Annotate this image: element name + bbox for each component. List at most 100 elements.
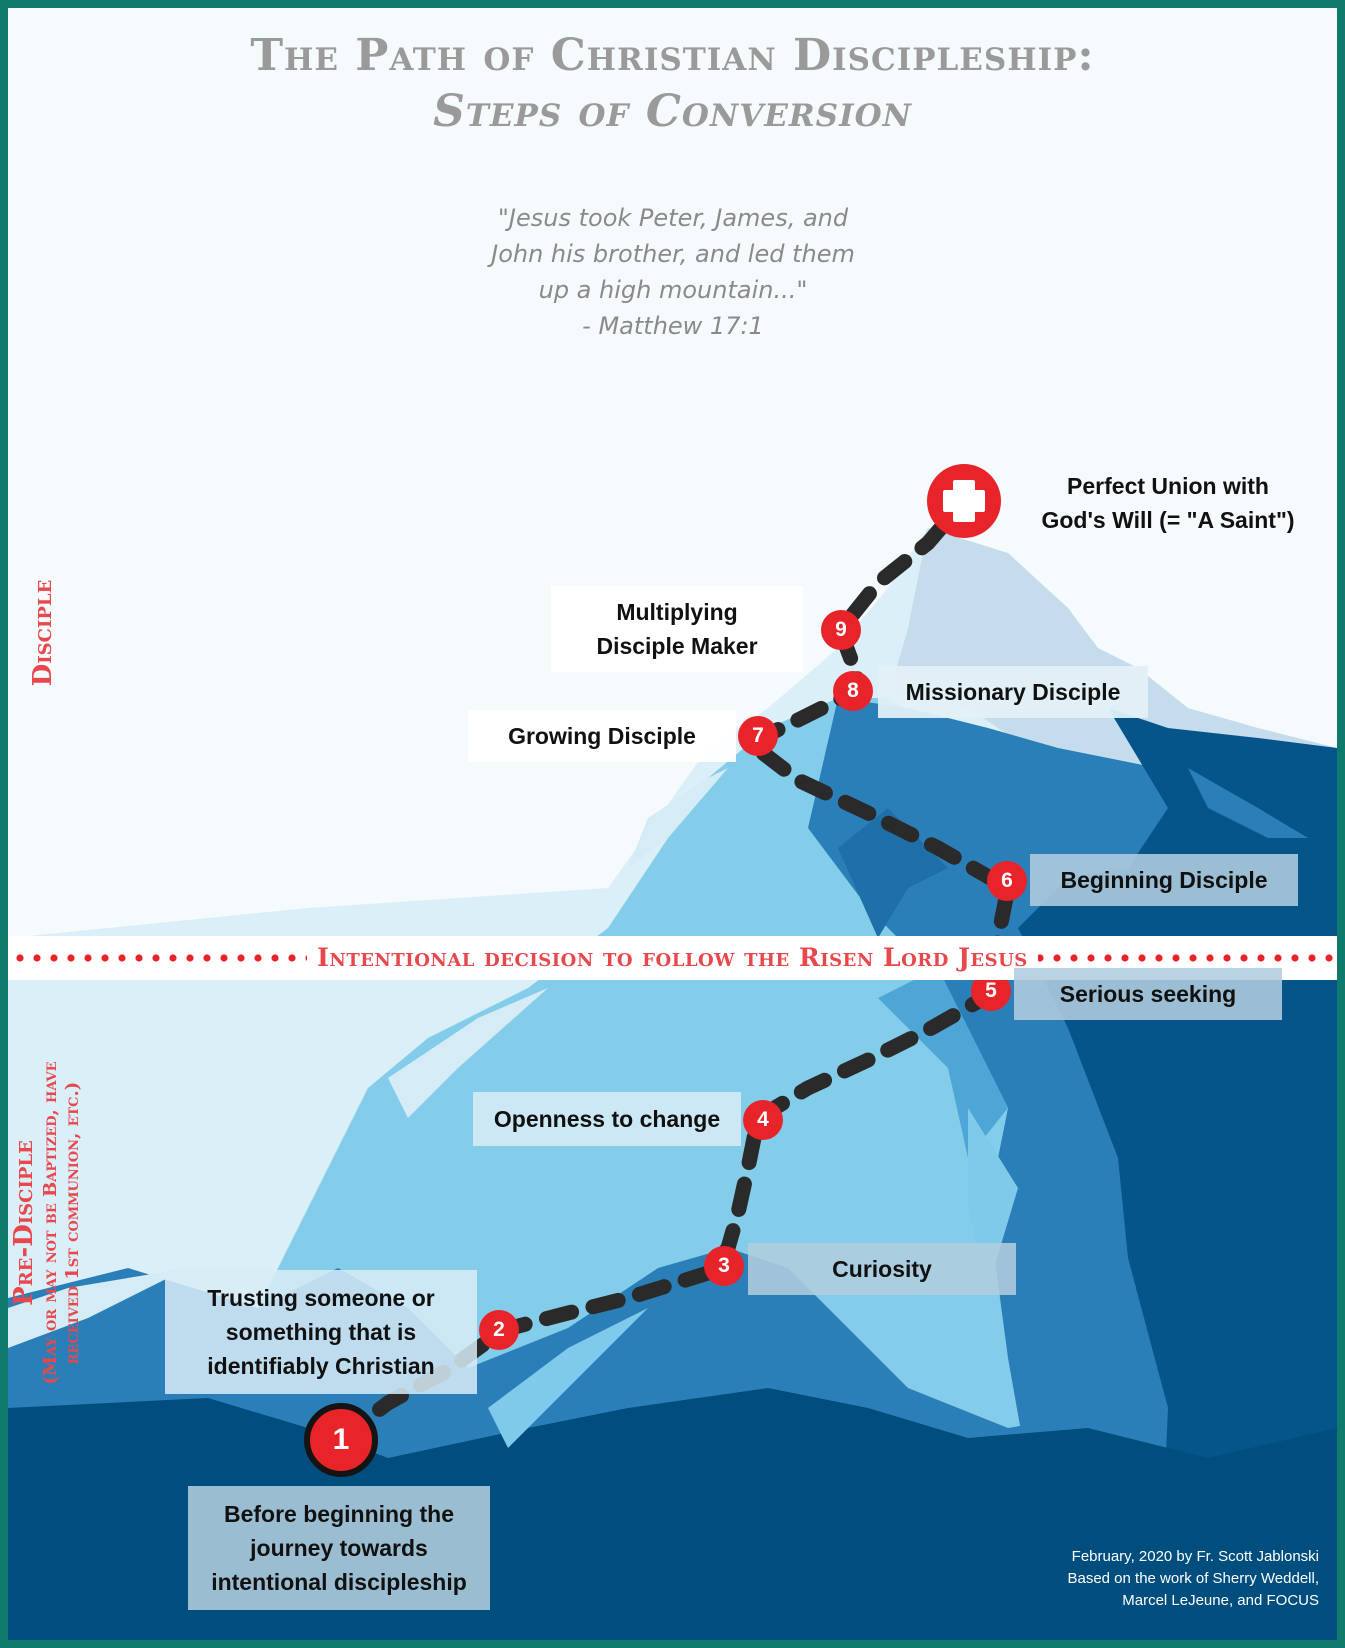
step-number-8: 8: [847, 679, 859, 702]
decision-dot: [203, 954, 211, 962]
decision-dot: [1104, 954, 1112, 962]
decision-dot: [1325, 954, 1333, 962]
cross-icon: [943, 480, 985, 522]
step-label-5: Serious seeking: [1014, 968, 1282, 1020]
step-label-8: Missionary Disciple: [878, 666, 1148, 718]
scripture-quote: "Jesus took Peter, James, and John his b…: [448, 200, 898, 344]
decision-dot: [1053, 954, 1061, 962]
step-number-6: 6: [1001, 869, 1013, 892]
credit-line: Marcel LeJeune, and FOCUS: [1122, 1592, 1319, 1609]
summit-label-line: God's Will (= "A Saint"): [1041, 507, 1295, 533]
step-label-3: Curiosity: [748, 1243, 1016, 1295]
step-number-9: 9: [835, 618, 847, 641]
decision-dot: [118, 954, 126, 962]
decision-dot: [16, 954, 24, 962]
decision-dot: [135, 954, 143, 962]
decision-dot: [271, 954, 279, 962]
step-number-4: 4: [757, 1108, 769, 1131]
step-number-2: 2: [493, 1318, 505, 1341]
decision-dot: [33, 954, 41, 962]
decision-dot: [1172, 954, 1180, 962]
decision-dot: [1189, 954, 1197, 962]
decision-dot: [1036, 954, 1044, 962]
section-label-pre-disciple: Pre-Disciple (May or may not be Baptized…: [8, 1003, 108, 1443]
decision-dot: [1257, 954, 1265, 962]
ridge-highlight-2: [388, 988, 548, 1118]
step-marker-8[interactable]: [833, 671, 873, 711]
step-label-4: Openness to change: [473, 1092, 741, 1146]
pre-disciple-note-2: received 1st communion, etc.): [62, 1081, 83, 1365]
decision-dot: [1223, 954, 1231, 962]
pre-disciple-title: Pre-Disciple: [9, 1140, 39, 1306]
ridge-highlight-6: [1188, 768, 1308, 838]
decision-dot: [1291, 954, 1299, 962]
ridge-highlight-7: [488, 1308, 648, 1448]
step-label-7: Growing Disciple: [468, 710, 736, 762]
decision-dot: [1274, 954, 1282, 962]
decision-dot: [1240, 954, 1248, 962]
quote-line: John his brother, and led them: [491, 240, 855, 268]
step-marker-6[interactable]: [987, 861, 1027, 901]
summit-label: Perfect Union with God's Will (= "A Sain…: [1018, 468, 1318, 538]
credit-line: February, 2020 by Fr. Scott Jablonski: [1071, 1548, 1319, 1565]
step-marker-2[interactable]: [479, 1310, 519, 1350]
step-marker-1[interactable]: [304, 1403, 378, 1477]
step-label-line: identifiably Christian: [207, 1353, 435, 1379]
decision-dot: [186, 954, 194, 962]
step-marker-4[interactable]: [743, 1100, 783, 1140]
decision-banner-text: Intentional decision to follow the Risen…: [8, 938, 1337, 978]
decision-dot: [1121, 954, 1129, 962]
ridge-highlight-1: [628, 768, 728, 868]
step-label-line: Before beginning the: [224, 1501, 454, 1527]
decision-dot: [84, 954, 92, 962]
step-marker-5[interactable]: [971, 971, 1011, 1011]
step-marker-3[interactable]: [704, 1246, 744, 1286]
decision-dot: [1087, 954, 1095, 962]
step-label-line: Multiplying: [616, 599, 738, 625]
step-number-3: 3: [718, 1254, 730, 1277]
quote-line: up a high mountain...": [538, 276, 808, 304]
ridge-highlight-3: [838, 808, 948, 938]
pre-disciple-note-1: (May or may not be Baptized, have: [40, 1061, 61, 1385]
step-marker-9[interactable]: [821, 610, 861, 650]
decision-dot: [169, 954, 177, 962]
step-label-6: Beginning Disciple: [1030, 854, 1298, 906]
ridge-highlight-4: [878, 968, 1008, 1158]
decision-dot: [237, 954, 245, 962]
summit-label-line: Perfect Union with: [1067, 473, 1269, 499]
step-label-line: something that is: [225, 1319, 417, 1345]
ridge-highlight-8: [8, 1268, 188, 1348]
credit-block: February, 2020 by Fr. Scott Jablonski Ba…: [1067, 1546, 1319, 1612]
decision-dot: [220, 954, 228, 962]
step-marker-7[interactable]: [738, 716, 778, 756]
decision-dot: [67, 954, 75, 962]
quote-line: "Jesus took Peter, James, and: [497, 204, 849, 232]
credit-line: Based on the work of Sherry Weddell,: [1067, 1570, 1319, 1587]
summit-badge[interactable]: [927, 464, 1001, 538]
decision-dot: [152, 954, 160, 962]
step-label-1: Before beginning the journey towards int…: [188, 1486, 490, 1610]
page-title-line-1: The Path of Christian Discipleship:: [250, 30, 1095, 81]
decision-dot: [1138, 954, 1146, 962]
step-number-7: 7: [752, 724, 764, 747]
step-label-line: Disciple Maker: [596, 633, 758, 659]
decision-dot: [288, 954, 296, 962]
step-label-9: Multiplying Disciple Maker: [551, 586, 803, 672]
page-title-line-2: Steps of Conversion: [433, 86, 912, 137]
decision-dot: [1206, 954, 1214, 962]
decision-dot: [254, 954, 262, 962]
decision-dot: [1155, 954, 1163, 962]
step-number-1: 1: [332, 1423, 350, 1456]
decision-dot: [1308, 954, 1316, 962]
step-label-line: Trusting someone or: [207, 1285, 435, 1311]
decision-text: Intentional decision to follow the Risen…: [307, 943, 1038, 972]
step-label-line: intentional discipleship: [211, 1569, 467, 1595]
step-number-5: 5: [985, 979, 997, 1002]
decision-dot: [50, 954, 58, 962]
quote-citation: - Matthew 17:1: [582, 312, 764, 340]
step-label-line: journey towards: [250, 1535, 428, 1561]
decision-dot: [1070, 954, 1078, 962]
section-label-disciple: Disciple: [28, 579, 58, 687]
decision-dot: [101, 954, 109, 962]
